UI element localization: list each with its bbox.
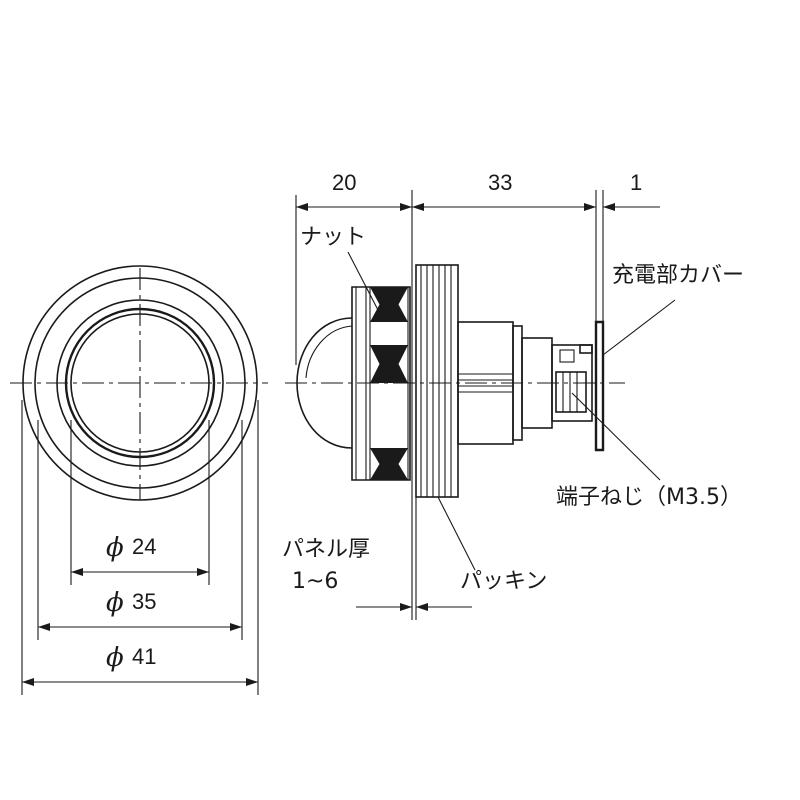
dim-line-20 [296, 203, 412, 211]
dim-value-35: 35 [132, 589, 156, 614]
label-panel-thickness: パネル厚 [282, 537, 370, 562]
side-view: 20 33 1 [285, 170, 676, 620]
label-terminal-screw: 端子ねじ（M3.5） [556, 485, 742, 510]
leader-charge-cover [602, 299, 676, 356]
dim-value-24: 24 [132, 534, 156, 559]
phi-symbol-41: ϕ [106, 643, 124, 673]
body-block [457, 321, 593, 445]
dim-line-41 [22, 678, 258, 686]
nut-block [351, 286, 411, 481]
lens-dome-highlight [305, 325, 353, 379]
dim-value-20: 20 [332, 170, 356, 195]
dim-line-33 [412, 203, 596, 211]
dim-line-35 [38, 623, 242, 631]
dim-value-1: 1 [630, 170, 642, 195]
lens-dome [296, 317, 353, 449]
charge-cover-part [594, 320, 605, 452]
leader-packing [437, 496, 476, 571]
label-nut: ナット [300, 225, 366, 250]
label-packing: パッキン [460, 569, 547, 594]
flange-block [415, 264, 459, 498]
dim-value-33: 33 [488, 170, 512, 195]
dim-line-1 [603, 203, 660, 211]
dim-line-24 [71, 568, 209, 576]
dim-panel-arrows [356, 603, 472, 611]
label-panel-range: 1~6 [292, 569, 338, 594]
leader-nut [347, 251, 379, 311]
dim-value-41: 41 [132, 644, 156, 669]
leader-terminal-screw [571, 392, 661, 481]
label-charge-cover: 充電部カバー [612, 263, 744, 288]
front-view: ϕ 24 ϕ 35 ϕ 41 [10, 265, 268, 695]
phi-symbol-35: ϕ [106, 588, 124, 618]
phi-symbol-24: ϕ [106, 533, 124, 563]
